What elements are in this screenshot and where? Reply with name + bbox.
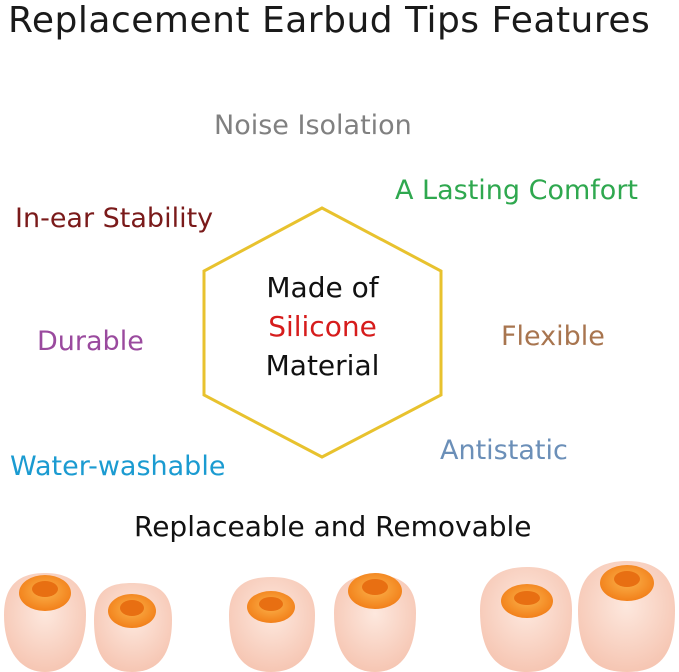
center-line-1: Made of — [266, 271, 379, 304]
hexagon-frame — [202, 206, 443, 459]
feature-lasting-comfort: A Lasting Comfort — [395, 175, 639, 206]
feature-noise-isolation: Noise Isolation — [214, 110, 412, 141]
hexagon-outline — [202, 206, 443, 459]
feature-in-ear-stability: In-ear Stability — [15, 203, 214, 234]
center-line-3: Material — [265, 349, 380, 382]
earbud-tip-large-side — [578, 561, 675, 672]
earbud-tip-large-top — [480, 567, 572, 672]
earbud-tips-illustration — [4, 561, 675, 672]
earbud-tip-medium-side — [334, 573, 416, 672]
earbud-tip-small-side — [4, 573, 86, 672]
page-title: Replacement Earbud Tips Features — [8, 0, 651, 41]
center-line-silicone: Silicone — [268, 310, 377, 343]
earbud-tip-small-top — [94, 583, 172, 672]
feature-durable: Durable — [37, 326, 144, 357]
center-material-label: Made of Silicone Material — [200, 268, 445, 385]
feature-flexible: Flexible — [501, 321, 605, 352]
feature-replaceable-removable: Replaceable and Removable — [134, 510, 532, 543]
feature-antistatic: Antistatic — [440, 435, 568, 466]
feature-water-washable: Water-washable — [10, 451, 226, 482]
earbud-tip-medium-top — [229, 577, 315, 672]
